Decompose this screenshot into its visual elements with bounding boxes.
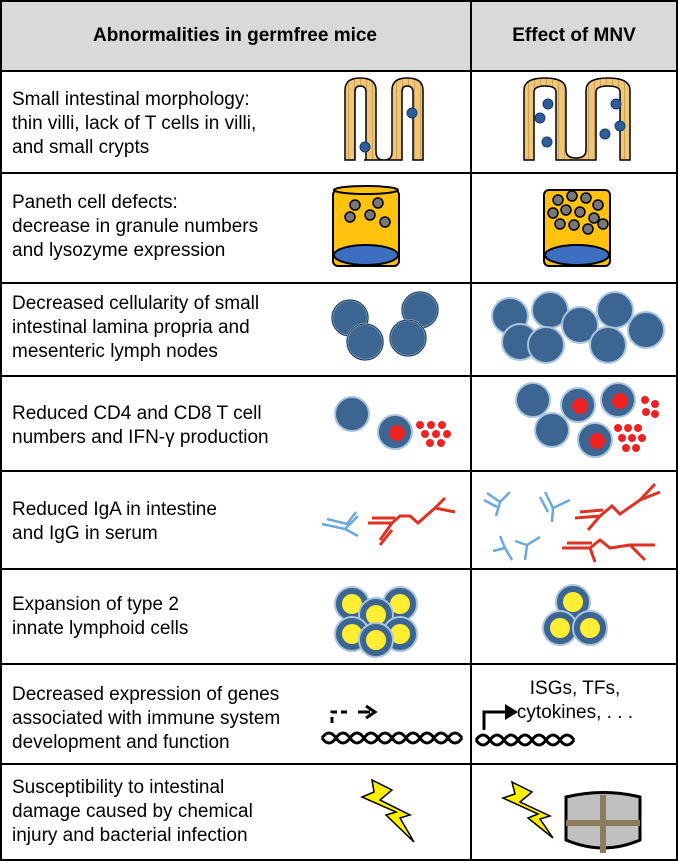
row-7-line-2: associated with immune system	[12, 708, 281, 729]
grid-line	[0, 375, 678, 377]
row-8-line-1: Susceptibility to intestinal	[12, 777, 225, 798]
germfree-gene-expression	[320, 704, 464, 745]
mnv-gene-labels: ISGs, TFs, cytokines, . . .	[500, 677, 650, 725]
row-1-text: Small intestinal morphology: thin villi,…	[12, 88, 256, 160]
row-4-text: Reduced CD4 and CD8 T cell numbers and I…	[12, 402, 269, 450]
germfree-lamina-propria-cells	[331, 291, 439, 361]
grid-line	[0, 763, 678, 765]
grid-line	[676, 0, 678, 861]
mnv-lightning-shield-icon	[500, 780, 642, 853]
germfree-t-cells	[334, 396, 451, 450]
row-6-line-1: Expansion of type 2	[12, 594, 179, 615]
mnv-ilc2-cluster	[542, 584, 608, 646]
row-8-text: Susceptibility to intestinal damage caus…	[12, 776, 253, 848]
header-effect-of-mnv: Effect of MNV	[512, 24, 636, 46]
grid-line	[0, 568, 678, 570]
row-3-line-2: intestinal lamina propria and	[12, 317, 250, 338]
row-7-line-3: development and function	[12, 732, 230, 753]
grid-line	[0, 859, 678, 861]
mnv-paneth-cell	[543, 189, 611, 267]
row-6-line-2: innate lymphoid cells	[12, 618, 189, 639]
grid-line	[0, 172, 678, 174]
row-7-line-1: Decreased expression of genes	[12, 684, 280, 705]
germfree-ilc2-cluster	[334, 586, 418, 658]
row-1-line-3: and small crypts	[12, 137, 150, 158]
row-6-text: Expansion of type 2 innate lymphoid cell…	[12, 593, 188, 641]
row-2-line-1: Paneth cell defects:	[12, 192, 178, 213]
row-5-text: Reduced IgA in intestine and IgG in seru…	[12, 498, 217, 546]
row-1-line-2: thin villi, lack of T cells in villi,	[12, 113, 257, 134]
mnv-lamina-propria-cells	[491, 291, 665, 364]
germfree-paneth-cell	[332, 185, 400, 267]
row-5-line-1: Reduced IgA in intestine	[12, 499, 217, 520]
row-2-line-2: decrease in granule numbers	[12, 216, 259, 237]
row-2-line-3: and lysozyme expression	[12, 240, 226, 261]
mnv-t-cells	[515, 382, 659, 458]
header-background	[0, 0, 678, 71]
mnv-gene-label-1: ISGs, TFs,	[529, 678, 621, 699]
row-3-line-3: mesenteric lymph nodes	[12, 341, 218, 362]
row-8-line-3: injury and bacterial infection	[12, 825, 248, 846]
mnv-antibodies	[483, 482, 661, 563]
row-4-line-2: numbers and IFN-γ production	[12, 427, 269, 448]
mnv-villi-illustration	[523, 77, 631, 161]
germfree-antibodies	[321, 496, 456, 546]
row-2-text: Paneth cell defects: decrease in granule…	[12, 191, 258, 263]
grid-line	[0, 282, 678, 284]
row-8-line-2: damage caused by chemical	[12, 801, 253, 822]
grid-line	[0, 70, 678, 72]
row-5-line-2: and IgG in serum	[12, 523, 158, 544]
mnv-gene-expression	[474, 704, 576, 747]
row-3-line-1: Decreased cellularity of small	[12, 293, 260, 314]
row-3-text: Decreased cellularity of small intestina…	[12, 292, 259, 364]
grid-line	[0, 663, 678, 665]
header-abnormalities: Abnormalities in germfree mice	[92, 24, 378, 46]
mnv-gene-label-2: cytokines, . . .	[516, 702, 634, 723]
row-7-text: Decreased expression of genes associated…	[12, 683, 280, 755]
grid-line	[0, 0, 2, 861]
row-1-line-1: Small intestinal morphology:	[12, 89, 250, 110]
grid-line	[0, 470, 678, 472]
grid-line	[0, 0, 678, 2]
grid-line	[470, 0, 472, 861]
germfree-villi-illustration	[344, 77, 424, 161]
germfree-lightning-icon	[360, 778, 415, 843]
row-4-line-1: Reduced CD4 and CD8 T cell	[12, 403, 262, 424]
